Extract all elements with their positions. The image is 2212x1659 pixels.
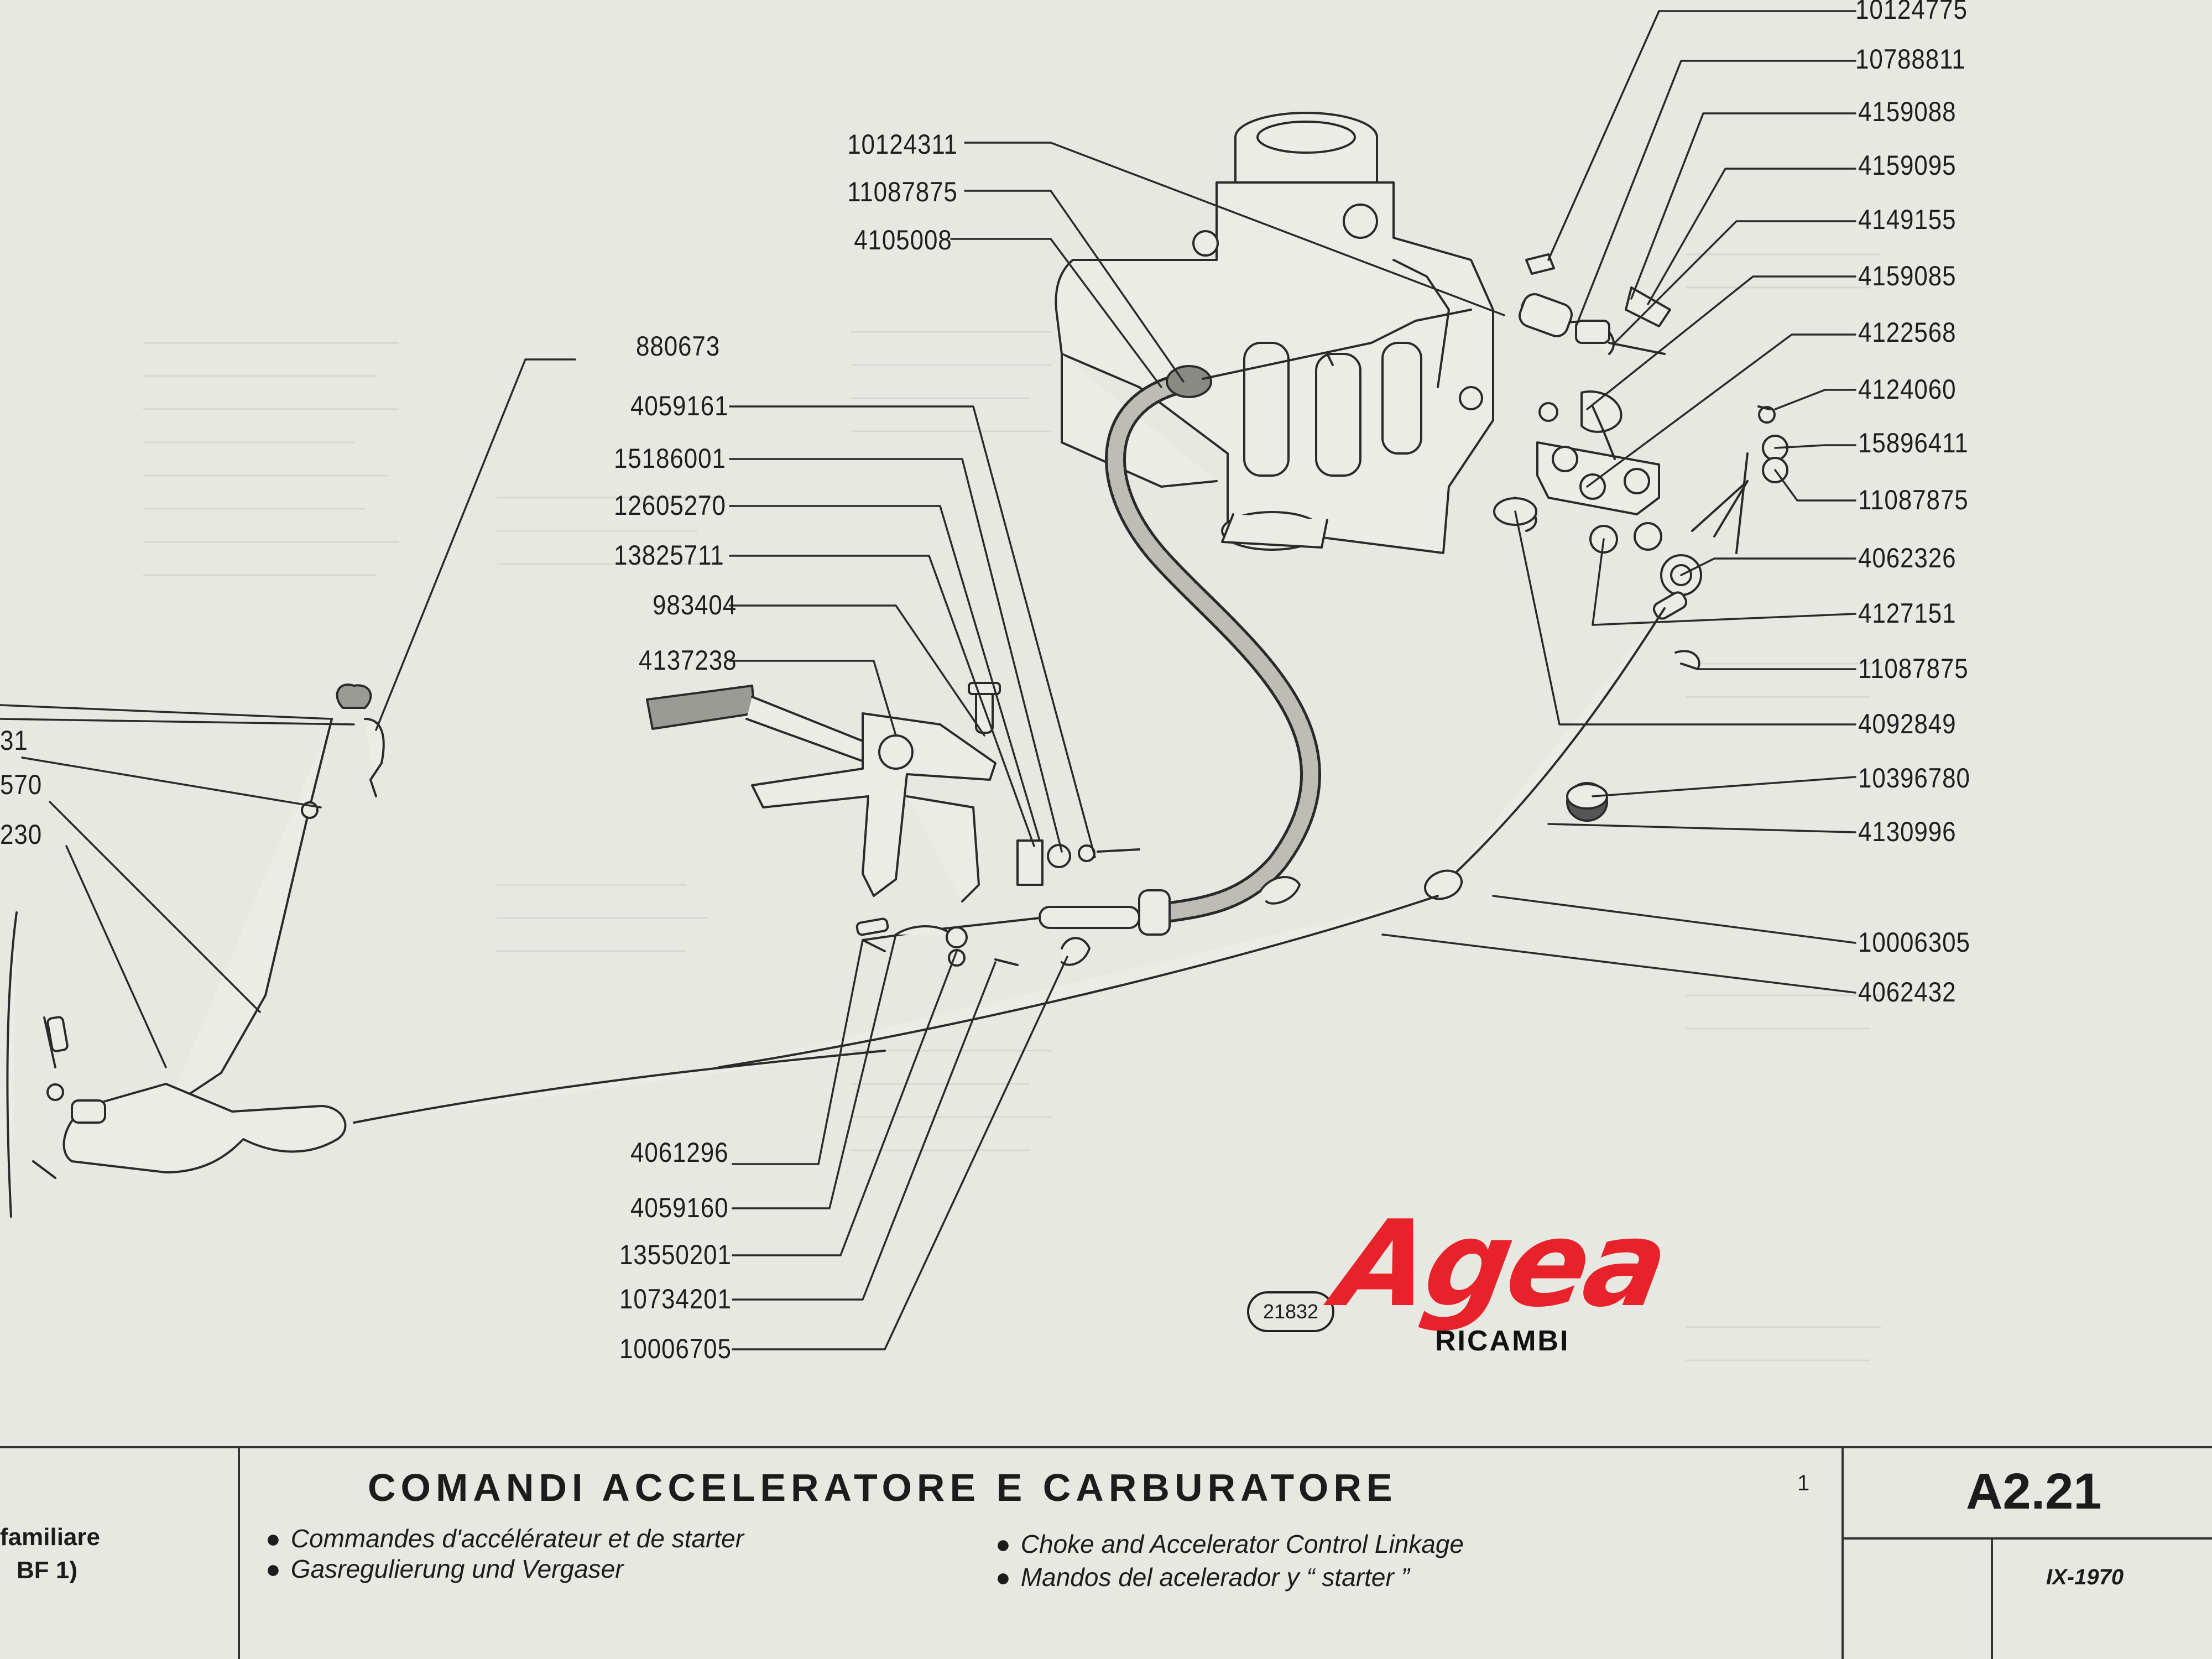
part-number-left-6: 4137238 — [639, 645, 737, 676]
part-number-bottom-0: 4061296 — [630, 1137, 729, 1168]
part-number-left-1: 4059161 — [630, 390, 729, 421]
part-number-right-16: 10006305 — [1858, 927, 1970, 958]
part-number-right-6: 4122568 — [1858, 317, 1957, 348]
logo-subtitle: RICAMBI — [1435, 1325, 1570, 1357]
part-number-right-0: 10124775 — [1855, 0, 1968, 25]
part-number-right-14: 10396780 — [1858, 763, 1970, 794]
part-number-edge-2: 230 — [0, 819, 43, 850]
title-block-divider-left — [238, 1446, 240, 1659]
part-number-bottom-3: 10734201 — [619, 1284, 732, 1314]
bleed-through-text — [143, 253, 1881, 1361]
accelerator-pedal — [6, 684, 886, 1218]
part-number-right-7: 4124060 — [1858, 374, 1957, 405]
part-number-right-1: 10788811 — [1855, 44, 1966, 75]
part-number-right-5: 4159085 — [1858, 260, 1957, 291]
figure-number-badge: 21832 — [1247, 1291, 1334, 1332]
page-title: COMANDI ACCELERATORE E CARBURATORE — [368, 1466, 1397, 1509]
loose-parts — [855, 876, 1301, 967]
subtitle-spanish: ●Mandos del acelerador y “ starter ” — [995, 1563, 1410, 1592]
part-number-left-0: 880673 — [636, 331, 721, 362]
title-block-divider-date — [1991, 1537, 1993, 1659]
part-number-right-8: 15896411 — [1858, 427, 1969, 458]
logo-wordmark: Agea — [1326, 1194, 1676, 1333]
subtitle-french: ●Commandes d'accélérateur et de starter — [265, 1524, 744, 1553]
vehicle-model-line1: familiare — [0, 1524, 100, 1551]
part-number-right-10: 4062326 — [1858, 542, 1957, 573]
part-number-top-center-1: 11087875 — [847, 176, 958, 207]
part-number-right-17: 4062432 — [1858, 977, 1957, 1008]
part-number-right-11: 4127151 — [1858, 598, 1957, 629]
part-number-left-3: 12605270 — [614, 490, 726, 521]
carburettor — [1055, 112, 1494, 554]
agea-ricambi-logo: Agea RICAMBI — [1316, 1194, 1675, 1383]
part-number-right-15: 4130996 — [1858, 816, 1957, 847]
sheet-code: A2.21 — [1966, 1463, 2102, 1520]
part-number-right-2: 4159088 — [1858, 96, 1957, 127]
part-number-bottom-2: 13550201 — [619, 1239, 732, 1270]
part-number-right-13: 4092849 — [1858, 708, 1957, 739]
page-number: 1 — [1797, 1471, 1810, 1495]
subtitle-german: ●Gasregulierung und Vergaser — [265, 1554, 624, 1583]
part-number-top-center-2: 4105008 — [854, 225, 952, 255]
subtitle-english: ●Choke and Accelerator Control Linkage — [995, 1530, 1464, 1558]
part-number-edge-1: 570 — [0, 769, 43, 800]
part-number-bottom-4: 10006705 — [619, 1333, 732, 1364]
part-number-right-3: 4159095 — [1858, 150, 1957, 181]
leader-lines — [0, 10, 1856, 1350]
title-block — [0, 1446, 2212, 1659]
part-number-right-12: 11087875 — [1858, 653, 1969, 684]
title-block-divider-right — [1841, 1446, 1844, 1659]
sheet-date: IX-1970 — [2046, 1565, 2124, 1589]
part-number-bottom-1: 4059160 — [630, 1192, 729, 1223]
part-number-right-4: 4149155 — [1858, 204, 1957, 235]
part-number-top-center-0: 10124311 — [847, 129, 958, 160]
part-number-left-5: 983404 — [653, 589, 737, 620]
part-number-right-9: 11087875 — [1858, 484, 1969, 515]
title-block-divider-code — [1841, 1537, 2212, 1540]
vehicle-model-line2: BF 1) — [17, 1557, 77, 1584]
exploded-diagram — [0, 10, 1881, 1361]
choke-lever-assembly — [646, 682, 1140, 902]
part-number-edge-0: 31 — [0, 725, 28, 756]
part-number-left-2: 15186001 — [614, 443, 726, 474]
part-number-left-4: 13825711 — [614, 540, 724, 571]
